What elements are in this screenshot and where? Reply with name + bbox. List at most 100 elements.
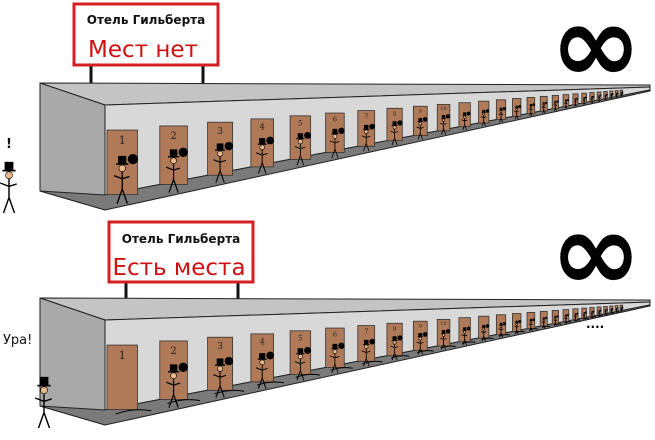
- hotel-door: [440, 317, 471, 349]
- figure-body: [615, 94, 618, 98]
- hotel-door: [581, 92, 587, 105]
- hotel-door: [495, 99, 507, 123]
- top-hat-icon: [332, 343, 338, 349]
- hotel-door: 5: [257, 330, 312, 386]
- stick-figure: [416, 117, 424, 140]
- guest-head-ball: [397, 120, 403, 126]
- top-hat-icon: [297, 133, 304, 139]
- door-number: 8: [393, 326, 397, 332]
- guest-head-ball: [605, 308, 608, 311]
- sign-status: Есть места: [112, 255, 245, 281]
- figure-head: [463, 115, 467, 119]
- move-arrow-icon: [214, 389, 245, 395]
- stick-figure: [597, 95, 601, 102]
- guest-head-ball: [556, 100, 559, 103]
- guest-head-ball: [599, 94, 602, 97]
- guest-head-ball: [178, 362, 188, 372]
- move-arrow-icon: [553, 323, 562, 326]
- figure-body: [34, 393, 52, 429]
- move-arrow-icon: [115, 409, 152, 415]
- stick-figure: [582, 97, 586, 105]
- stick-figure: [573, 98, 577, 107]
- top-hat-icon: [598, 310, 600, 312]
- figure-body: [498, 112, 504, 123]
- figure-body: [329, 138, 340, 159]
- stick-figure: [0, 161, 17, 214]
- top-hat-icon: [482, 109, 486, 113]
- guest-head-ball: [266, 351, 274, 360]
- move-arrow-icon: [604, 313, 609, 315]
- top-hat-icon: [118, 155, 127, 165]
- figure-head: [463, 330, 467, 334]
- figure-head: [170, 372, 177, 379]
- hotel-door: [461, 315, 490, 344]
- top-hat-icon: [529, 318, 532, 321]
- guest-head-ball: [518, 320, 522, 324]
- sign-title: Отель Гильберта: [122, 232, 240, 246]
- door-number: 10: [440, 321, 446, 327]
- door-number: 4: [260, 336, 265, 346]
- figure-head: [542, 319, 545, 322]
- move-arrow-icon: [362, 360, 383, 365]
- stick-figure: [461, 327, 468, 346]
- figure-head: [297, 139, 303, 145]
- top-hat-icon: [621, 92, 622, 94]
- figure-body: [213, 156, 227, 183]
- figure-head: [170, 157, 177, 164]
- figure-body: [416, 340, 424, 355]
- figure-body: [361, 348, 371, 367]
- guest-exclamation: Ура!: [3, 333, 32, 348]
- hotel-door: 1: [106, 344, 138, 411]
- figure-body: [564, 102, 568, 109]
- stick-figure: [553, 315, 557, 326]
- guest-head-ball: [584, 96, 587, 99]
- door-number: 6: [333, 116, 337, 124]
- top-hat-icon: [542, 317, 545, 320]
- figure-head: [364, 129, 369, 134]
- guest-head-ball: [397, 335, 403, 341]
- stick-figure: [541, 317, 546, 329]
- top-hat-icon: [441, 115, 446, 119]
- top-hat-icon: [392, 121, 397, 126]
- stick-figure: [620, 307, 623, 312]
- guest-head-ball: [532, 318, 535, 322]
- figure-head: [441, 118, 446, 122]
- figure-body: [440, 121, 447, 135]
- figure-head: [499, 325, 503, 328]
- guest-head-ball: [576, 97, 579, 100]
- top-hat-icon: [392, 336, 397, 341]
- top-hat-icon: [297, 348, 304, 354]
- hotel-door: 10: [417, 318, 451, 354]
- top-hat-icon: [605, 309, 606, 311]
- hotel-door: 2: [115, 340, 188, 415]
- figure-head: [332, 349, 338, 354]
- hotel-door: 8: [362, 322, 403, 365]
- figure-head: [40, 386, 48, 395]
- door-number: 4: [260, 121, 265, 131]
- figure-head: [441, 333, 446, 337]
- top-hat-icon: [499, 107, 503, 111]
- hotel-door: 6: [325, 112, 345, 159]
- figure-body: [480, 115, 487, 127]
- hotel-door: [603, 91, 608, 101]
- figure-body: [590, 98, 594, 103]
- move-arrow-icon: [330, 367, 353, 371]
- top-hat-icon: [591, 311, 593, 313]
- top-hat-icon: [610, 93, 612, 95]
- stick-figure: [255, 138, 268, 174]
- stick-figure: [564, 99, 568, 109]
- guest-head-ball: [224, 141, 234, 151]
- figure-head: [542, 104, 545, 107]
- infinity-icon: ∞: [550, 188, 642, 316]
- top-hat-icon: [574, 313, 577, 315]
- stick-figure: [528, 103, 533, 117]
- top-hat-icon: [418, 332, 423, 337]
- guest-head-ball: [556, 315, 559, 318]
- stick-figure: [165, 364, 181, 408]
- guest-head-ball: [338, 342, 345, 349]
- hotel-door: [526, 96, 536, 117]
- door-number: 1: [119, 349, 126, 362]
- guest-head-ball: [466, 111, 471, 116]
- top-hat-icon: [529, 103, 532, 106]
- top-hat-icon: [363, 339, 369, 345]
